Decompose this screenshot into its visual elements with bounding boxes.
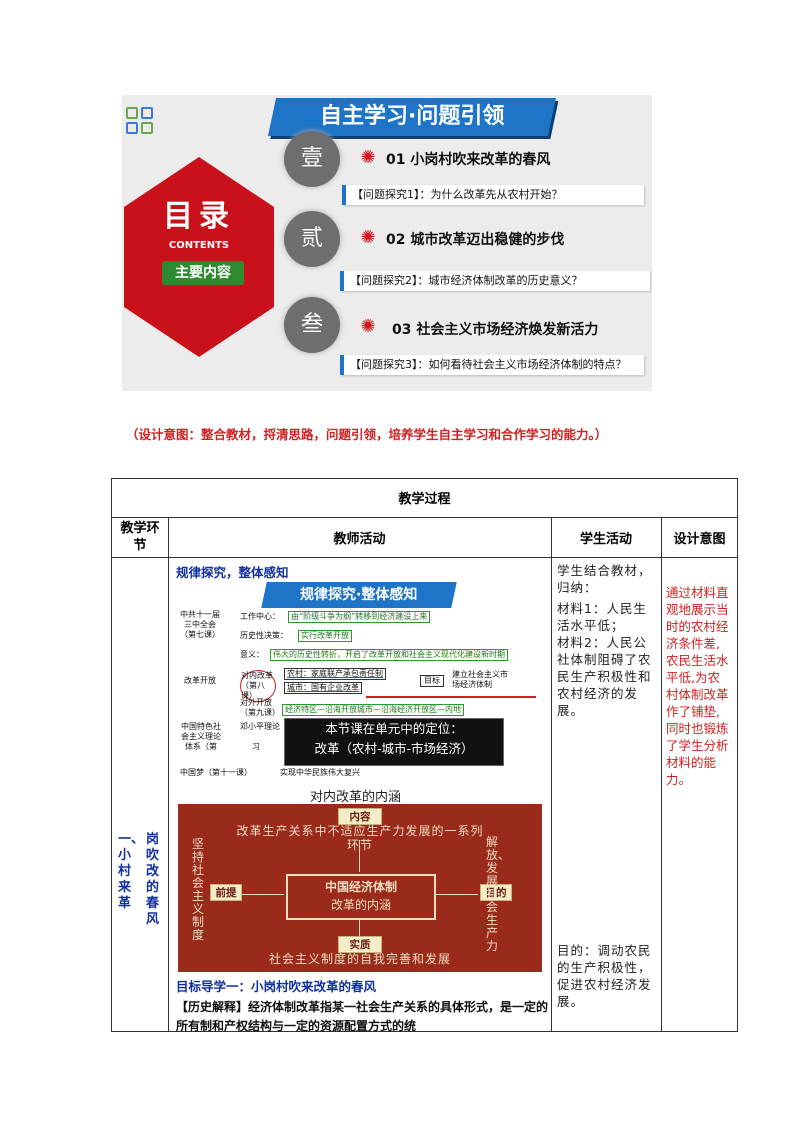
table-title: 教学过程 [398, 492, 451, 507]
section-numeral: 壹 [284, 131, 340, 187]
student-text: 目的：调动农民的生产积极性，促进农村经济发展。 [557, 943, 652, 1009]
section-numeral: 贰 [284, 211, 340, 267]
question-box: 【问题探究1】：为什么改革先从农村开始？ [342, 185, 644, 205]
node: 中国梦（第十一课） [180, 768, 252, 777]
section-title: 03 社会主义市场经济焕发新活力 [392, 322, 599, 338]
section-numeral: 叁 [284, 297, 340, 353]
header-teacher: 教师活动 [333, 532, 386, 547]
arrow-line [359, 840, 360, 872]
student-text: 材料1：人民生活水平低； [557, 601, 647, 633]
essence-text: 社会主义制度的自我完善和发展 [268, 952, 451, 966]
teacher-heading: 规律探究，整体感知 [176, 565, 289, 580]
node: 邓小平理论 [240, 722, 280, 731]
table-rule [111, 517, 738, 518]
node: 历史性决策： [240, 631, 288, 640]
center-text: 改革的内涵 [330, 898, 391, 912]
student-text: 材料2：人民公社体制阻碍了农民生产积极性和农村经济的发展。 [557, 635, 652, 718]
node: 对内改革（第八课） [240, 670, 276, 702]
table-rule [111, 557, 738, 558]
center-text: 中国经济体制 [324, 880, 397, 894]
label-essence: 实质 [338, 936, 382, 953]
node: 中国特色社会主义理论体系（第 [181, 722, 221, 751]
stage-label-a: 一、小村来革 [118, 832, 145, 911]
node: 目标 [420, 675, 444, 687]
node: 经济特区—沿海开放城市—沿海经济开放区—内地 [282, 704, 464, 716]
design-note: （设计意图：整合教材，捋清思路，问题引领，培养学生自主学习和合作学习的能力。） [126, 427, 608, 442]
toc-slide-image: 自主学习·问题引领 目录 CONTENTS 主要内容 壹 ✺ 01 小岗村吹来改… [122, 95, 652, 391]
teaching-process-table [111, 478, 738, 1032]
overlay-line: 改革（农村-城市-市场经济） [314, 741, 474, 756]
node: 工作中心： [240, 612, 280, 621]
history-explanation: 【历史解释】经济体制改革指某一社会生产关系的具体形式，是一定的所有制和产权结构与… [176, 1000, 549, 1033]
toc-title: 目录 [163, 199, 235, 234]
node: 伟大的历史性转折，开启了改革开放和社会主义现代化建设新时期 [270, 649, 508, 661]
node: 城市：国有企业改革 [284, 682, 362, 694]
question-box: 【问题探究3】：如何看待社会主义市场经济体制的特点？ [340, 355, 644, 375]
image-caption: 对内改革的内涵 [310, 790, 402, 805]
overlay-line: 本节课在单元中的定位： [325, 721, 463, 736]
goal-heading: 目标导学一：小岗村吹来改革的春风 [176, 979, 377, 994]
purpose-text: 解放、发展社会生产力 [486, 835, 511, 953]
toc-subtitle: CONTENTS [168, 240, 230, 251]
table-rule [168, 517, 169, 1032]
center-box [286, 874, 436, 920]
underline-mark [366, 696, 536, 698]
label-premise: 前提 [210, 884, 242, 901]
intent-text: 通过材料直观地展示当时的农村经济条件差,农民生活水平低,为农村体制改革作了铺垫,… [666, 585, 729, 787]
reform-connotation-image: 内容 改革生产关系中不适应生产力发展的一系列环节 坚持社会主义制度 前提 中国经… [178, 804, 542, 972]
slide-banner: 规律探究·整体感知 [261, 582, 457, 608]
gear-icon: ✺ [360, 227, 376, 248]
section-title: 02 城市改革迈出稳健的步伐 [386, 232, 565, 248]
content-text: 改革生产关系中不适应生产力发展的一系列环节 [236, 824, 484, 852]
table-rule [551, 517, 552, 1032]
toc-hexagon [124, 157, 274, 357]
node: 农村：家庭联产承包责任制 [284, 668, 386, 680]
node: 中共十一届三中全会（第七课） [180, 610, 220, 639]
node: 对外开放（第九课） [240, 698, 280, 717]
premise-text: 坚持社会主义制度 [192, 837, 205, 942]
arrow-line [434, 894, 478, 895]
arrow-line [359, 918, 360, 936]
header-student: 学生活动 [579, 532, 632, 547]
gear-icon: ✺ [360, 316, 376, 337]
arrow-line [242, 894, 284, 895]
question-box: 【问题探究2】：城市经济体制改革的历史意义？ [340, 271, 650, 291]
positioning-overlay: 本节课在单元中的定位： 改革（农村-城市-市场经济） [284, 718, 504, 766]
node: 实现中华民族伟大复兴 [280, 768, 360, 777]
grid-icon [126, 107, 156, 137]
node: 建立社会主义市场经济体制 [452, 670, 508, 689]
section-title: 01 小岗村吹来改革的春风 [386, 152, 551, 168]
label-purpose: 目的 [480, 884, 512, 901]
node: 实行改革开放 [298, 630, 352, 642]
label-content: 内容 [338, 808, 382, 825]
mindmap-slide-image: 规律探究·整体感知 中共十一届三中全会（第七课） 工作中心： 由“阶级斗争为纲”… [176, 580, 546, 782]
toc-badge: 主要内容 [162, 261, 244, 285]
node: 改革开放 [184, 676, 216, 685]
student-text: 学生结合教材，归纳： [557, 563, 652, 595]
node: 习 [252, 742, 260, 751]
header-intent: 设计意图 [673, 532, 726, 547]
header-stage: 教学环节 [120, 521, 160, 553]
stage-label-b: 岗吹改的春风 [146, 832, 160, 927]
node: 意义： [240, 650, 264, 659]
gear-icon: ✺ [360, 147, 376, 168]
node: 由“阶级斗争为纲”转移到经济建设上来 [288, 611, 431, 623]
table-rule [661, 517, 662, 1032]
